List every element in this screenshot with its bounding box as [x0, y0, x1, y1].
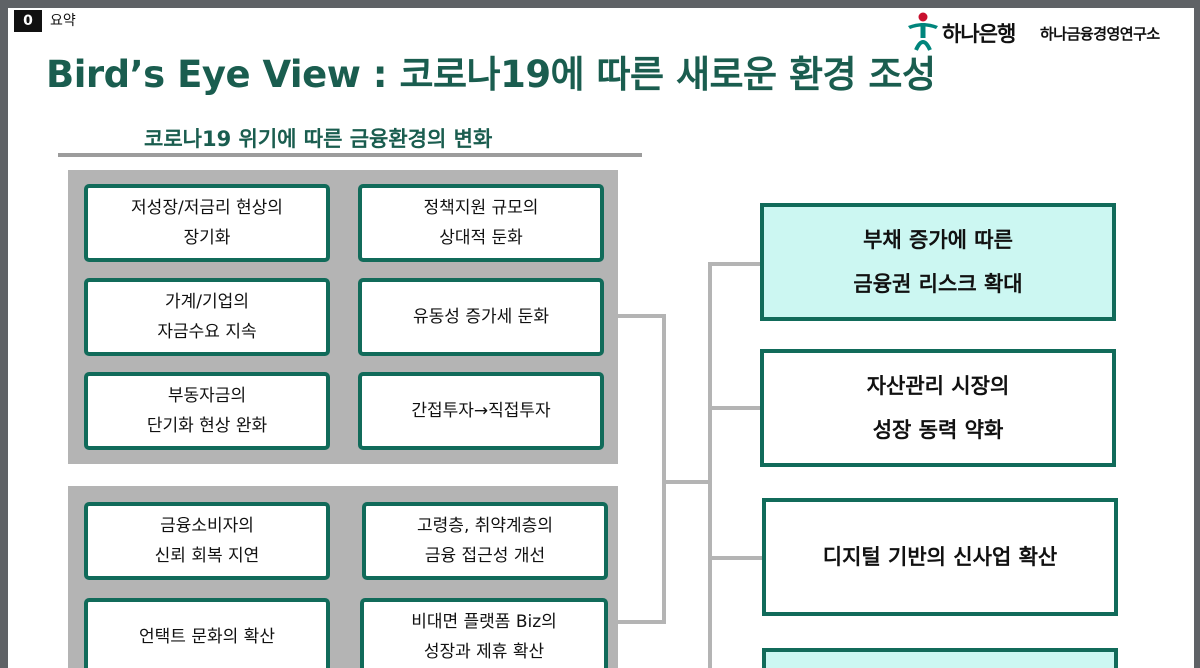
factor-box: 가계/기업의 자금수요 지속 — [84, 278, 330, 356]
factor-box: 저성장/저금리 현상의 장기화 — [84, 184, 330, 262]
slide: 0 요약 하나은행 하나금융경영연구소 Bird’s Eye View : 코로… — [8, 8, 1194, 668]
connector-line — [708, 262, 762, 266]
connector-line — [708, 406, 762, 410]
connector-line — [662, 480, 710, 484]
outcome-box: 자산관리 시장의 성장 동력 약화 — [760, 349, 1116, 467]
outcome-box: 디지털 기반의 신사업 확산 — [762, 498, 1118, 616]
page-title: Bird’s Eye View : 코로나19에 따른 새로운 환경 조성 — [46, 53, 936, 96]
outcome-box: 부채 증가에 따른 금융권 리스크 확대 — [760, 203, 1116, 321]
bank-name: 하나은행 — [942, 22, 1016, 46]
section-subtitle: 코로나19 위기에 따른 금융환경의 변화 — [144, 127, 493, 151]
connector-line — [618, 620, 666, 624]
outcome-box — [762, 648, 1118, 668]
factor-box: 정책지원 규모의 상대적 둔화 — [358, 184, 604, 262]
connector-line — [662, 314, 666, 624]
connector-line — [618, 314, 666, 318]
factor-box: 언택트 문화의 확산 — [84, 598, 330, 668]
hana-person-icon — [908, 12, 938, 51]
factor-box: 유동성 증가세 둔화 — [358, 278, 604, 356]
factor-box: 부동자금의 단기화 현상 완화 — [84, 372, 330, 450]
factor-box: 고령층, 취약계층의 금융 접근성 개선 — [362, 502, 608, 580]
factor-box: 간접투자→직접투자 — [358, 372, 604, 450]
factor-box: 금융소비자의 신뢰 회복 지연 — [84, 502, 330, 580]
connector-line — [708, 556, 762, 560]
factor-box: 비대면 플랫폼 Biz의 성장과 제휴 확산 — [360, 598, 608, 668]
institute-name: 하나금융경영연구소 — [1040, 25, 1160, 43]
section-number-badge: 0 — [14, 10, 42, 32]
subtitle-divider — [58, 153, 642, 157]
section-label: 요약 — [50, 13, 76, 29]
connector-line — [708, 262, 712, 668]
